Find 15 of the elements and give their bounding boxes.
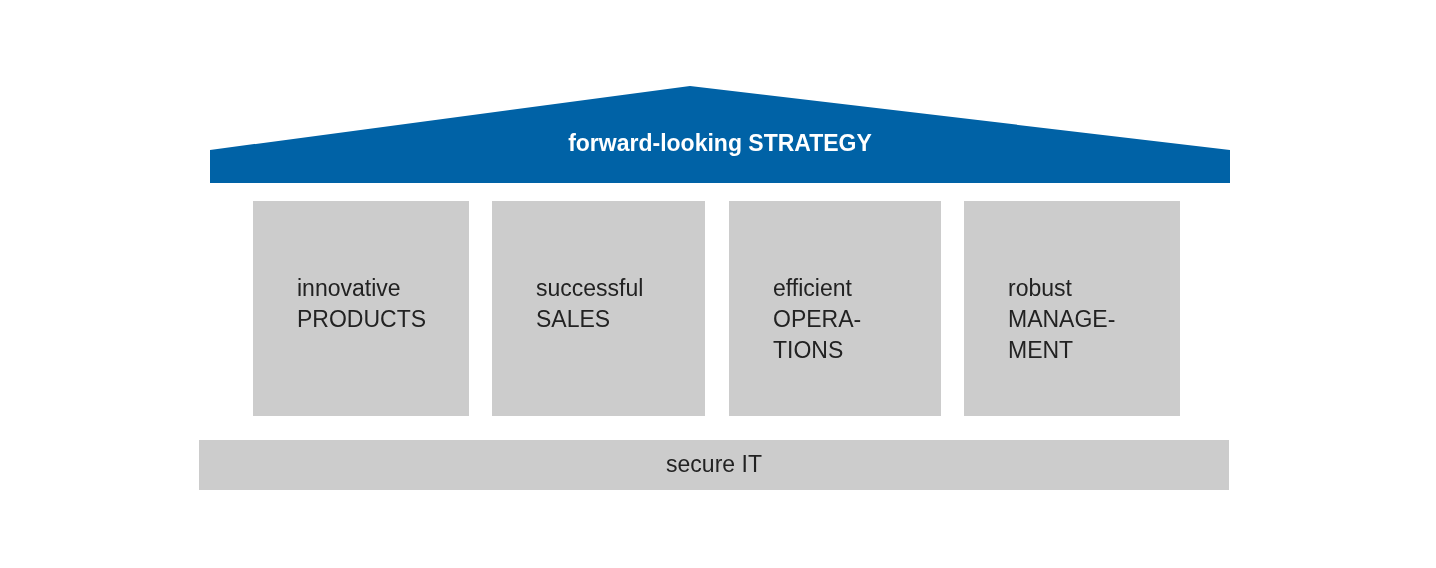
pillar-heading: successful xyxy=(536,274,644,303)
roof-title: forward-looking STRATEGY xyxy=(567,130,873,157)
pillar-title: MANAGE- MENT xyxy=(1008,305,1116,365)
pillar-block xyxy=(253,201,469,416)
pillar-heading: robust xyxy=(1008,274,1072,303)
foundation-title: secure IT xyxy=(665,451,763,478)
pillar-heading: efficient xyxy=(773,274,852,303)
foundation-bar xyxy=(199,440,1229,490)
pillar-title: PRODUCTS xyxy=(297,305,427,334)
pillar-block xyxy=(729,201,941,416)
pillar-title: OPERA- TIONS xyxy=(773,305,862,365)
pillar-block xyxy=(492,201,705,416)
pillar-heading: innovative xyxy=(297,274,401,303)
pillar-title: SALES xyxy=(536,305,611,334)
pillar-block xyxy=(964,201,1180,416)
